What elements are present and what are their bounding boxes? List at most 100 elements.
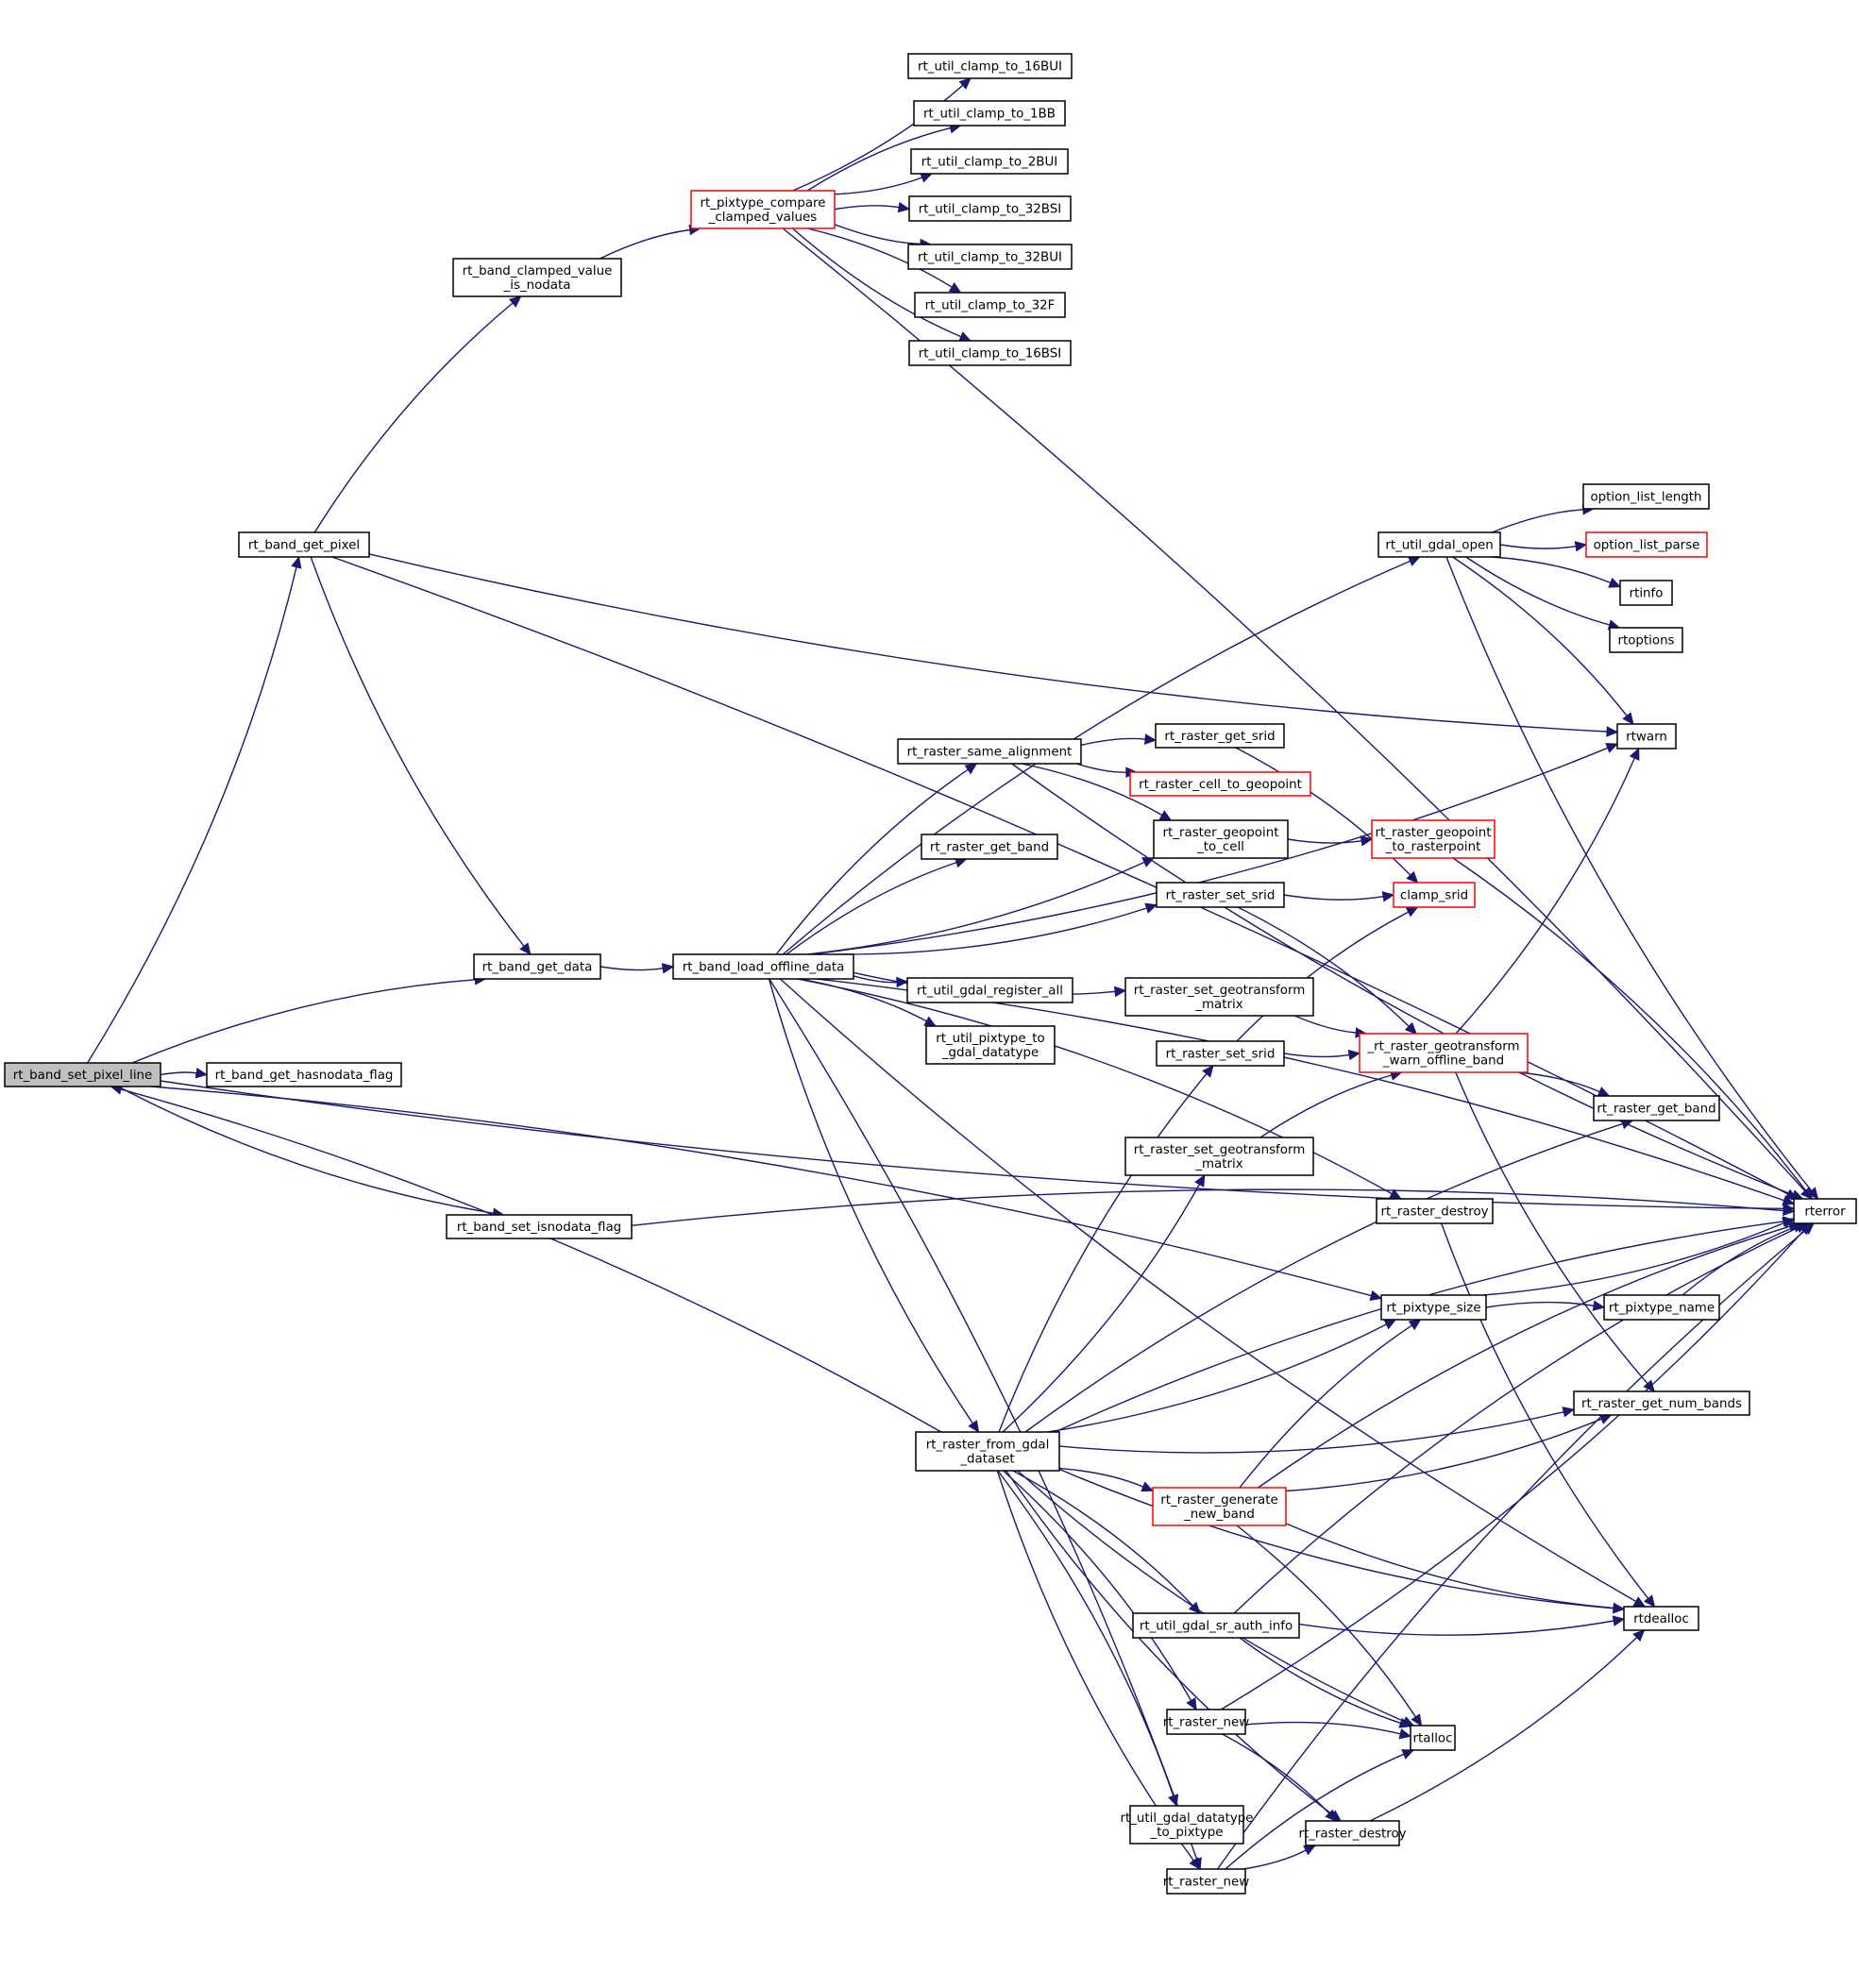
node-box[interactable]	[925, 1025, 1056, 1065]
node-box[interactable]	[446, 1214, 633, 1239]
node-box[interactable]	[238, 531, 370, 558]
node-clamp32BUI[interactable]: rt_util_clamp_to_32BUI	[907, 244, 1073, 270]
node-box[interactable]	[1619, 580, 1673, 606]
node-box[interactable]	[4, 1062, 161, 1087]
node-get-num-bands[interactable]: rt_raster_get_num_bands	[1573, 1390, 1750, 1416]
node-raster-get-band2[interactable]: rt_raster_get_band	[1593, 1095, 1720, 1121]
node-box[interactable]	[1593, 1095, 1720, 1121]
node-pixtype-to-gdal[interactable]: rt_util_pixtype_to_gdal_datatype	[925, 1025, 1056, 1065]
node-box[interactable]	[1132, 1612, 1300, 1639]
node-pixtype-name[interactable]: rt_pixtype_name	[1603, 1294, 1720, 1321]
node-box[interactable]	[1623, 1606, 1699, 1631]
node-get-hasnodata[interactable]: rt_band_get_hasnodata_flag	[206, 1062, 402, 1087]
node-box[interactable]	[1129, 771, 1311, 797]
node-warn-offline[interactable]: _rt_raster_geotransform_warn_offline_ban…	[1359, 1033, 1529, 1073]
node-sr-auth-info[interactable]: rt_util_gdal_sr_auth_info	[1132, 1612, 1300, 1639]
node-clamp-srid[interactable]: clamp_srid	[1393, 882, 1476, 908]
node-box[interactable]	[1793, 1198, 1857, 1224]
node-box[interactable]	[908, 340, 1072, 366]
node-box[interactable]	[915, 1431, 1060, 1472]
node-box[interactable]	[672, 953, 854, 980]
node-set-srid2[interactable]: rt_raster_set_srid	[1156, 1040, 1285, 1067]
node-clamp2BUI[interactable]: rt_util_clamp_to_2BUI	[910, 148, 1069, 175]
node-box[interactable]	[1376, 1198, 1494, 1224]
node-rtinfo[interactable]: rtinfo	[1619, 580, 1673, 606]
node-box[interactable]	[452, 258, 622, 297]
node-box[interactable]	[910, 148, 1069, 175]
node-box[interactable]	[473, 953, 601, 980]
node-clamp1BB[interactable]: rt_util_clamp_to_1BB	[913, 100, 1066, 126]
node-clamp32BSI[interactable]: rt_util_clamp_to_32BSI	[908, 195, 1072, 222]
node-clamped-nodata[interactable]: rt_band_clamped_value_is_nodata	[452, 258, 622, 297]
node-box[interactable]	[1124, 1137, 1314, 1176]
node-box[interactable]	[1371, 819, 1496, 859]
node-raster-new2[interactable]: rt_raster_new	[1163, 1868, 1250, 1895]
node-box[interactable]	[1166, 1868, 1246, 1895]
node-gdal-open[interactable]: rt_util_gdal_open	[1377, 531, 1501, 558]
node-raster-destroy2[interactable]: rt_raster_destroy	[1298, 1820, 1407, 1846]
node-box[interactable]	[1609, 627, 1683, 653]
node-raster-destroy1[interactable]: rt_raster_destroy	[1376, 1198, 1494, 1224]
node-box[interactable]	[1377, 531, 1501, 558]
node-box[interactable]	[1305, 1820, 1400, 1846]
node-clamp16BSI[interactable]: rt_util_clamp_to_16BSI	[908, 340, 1072, 366]
node-box[interactable]	[1410, 1725, 1456, 1751]
node-box[interactable]	[1129, 1805, 1244, 1845]
node-box[interactable]	[1152, 1487, 1287, 1526]
node-get-pixel[interactable]: rt_band_get_pixel	[238, 531, 370, 558]
node-clamp16BUI[interactable]: rt_util_clamp_to_16BUI	[907, 53, 1073, 79]
node-clamp32F[interactable]: rt_util_clamp_to_32F	[914, 292, 1066, 318]
node-box[interactable]	[690, 190, 836, 229]
node-opt-parse[interactable]: option_list_parse	[1585, 531, 1708, 558]
node-box[interactable]	[1380, 1294, 1487, 1321]
node-box[interactable]	[1166, 1709, 1246, 1735]
node-box[interactable]	[907, 53, 1073, 79]
node-box[interactable]	[907, 244, 1073, 270]
node-raster-get-band1[interactable]: rt_raster_get_band	[921, 834, 1058, 860]
node-get-srid[interactable]: rt_raster_get_srid	[1155, 723, 1285, 749]
node-get-data[interactable]: rt_band_get_data	[473, 953, 601, 980]
node-box[interactable]	[1585, 531, 1708, 558]
node-box[interactable]	[1156, 1040, 1285, 1067]
node-box[interactable]	[1582, 483, 1710, 510]
node-set-geotransform2[interactable]: rt_raster_set_geotransform_matrix	[1124, 1137, 1314, 1176]
node-generate-band[interactable]: rt_raster_generate_new_band	[1152, 1487, 1287, 1526]
node-box[interactable]	[1616, 723, 1677, 750]
node-gdal-register-all[interactable]: rt_util_gdal_register_all	[906, 977, 1073, 1003]
node-box[interactable]	[1393, 882, 1476, 908]
node-rtalloc[interactable]: rtalloc	[1410, 1725, 1456, 1751]
node-gdal-to-pixtype[interactable]: rt_util_gdal_datatype_to_pixtype	[1120, 1805, 1254, 1845]
node-box[interactable]	[1603, 1294, 1720, 1321]
node-box[interactable]	[908, 195, 1072, 222]
node-rtoptions[interactable]: rtoptions	[1609, 627, 1683, 653]
node-box[interactable]	[906, 977, 1073, 1003]
node-opt-len[interactable]: option_list_length	[1582, 483, 1710, 510]
node-box[interactable]	[1153, 819, 1289, 859]
node-raster-new1[interactable]: rt_raster_new	[1163, 1709, 1250, 1735]
node-box[interactable]	[897, 738, 1082, 765]
node-geo-to-cell[interactable]: rt_raster_geopoint_to_cell	[1153, 819, 1289, 859]
node-same-align[interactable]: rt_raster_same_alignment	[897, 738, 1082, 765]
node-rtwarn[interactable]: rtwarn	[1616, 723, 1677, 750]
node-box[interactable]	[1573, 1390, 1750, 1416]
node-set-geotransform1[interactable]: rt_raster_set_geotransform_matrix	[1124, 977, 1314, 1017]
node-box[interactable]	[1124, 977, 1314, 1017]
node-rtdealloc[interactable]: rtdealloc	[1623, 1606, 1699, 1631]
node-geo-to-raster[interactable]: rt_raster_geopoint_to_rasterpoint	[1371, 819, 1496, 859]
node-pixtype-compare[interactable]: rt_pixtype_compare_clamped_values	[690, 190, 836, 229]
node-box[interactable]	[1155, 723, 1285, 749]
node-set-pixel-line[interactable]: rt_band_set_pixel_line	[4, 1062, 161, 1087]
node-rterror[interactable]: rterror	[1793, 1198, 1857, 1224]
node-load-offline[interactable]: rt_band_load_offline_data	[672, 953, 854, 980]
node-box[interactable]	[921, 834, 1058, 860]
node-pixtype-size[interactable]: rt_pixtype_size	[1380, 1294, 1487, 1321]
node-box[interactable]	[206, 1062, 402, 1087]
node-set-srid1[interactable]: rt_raster_set_srid	[1156, 882, 1285, 908]
node-box[interactable]	[1156, 882, 1285, 908]
node-cell-to-geo[interactable]: rt_raster_cell_to_geopoint	[1129, 771, 1311, 797]
node-box[interactable]	[914, 292, 1066, 318]
node-from-gdal[interactable]: rt_raster_from_gdal_dataset	[915, 1431, 1060, 1472]
node-box[interactable]	[1359, 1033, 1529, 1073]
node-box[interactable]	[913, 100, 1066, 126]
node-set-isnodata[interactable]: rt_band_set_isnodata_flag	[446, 1214, 633, 1239]
